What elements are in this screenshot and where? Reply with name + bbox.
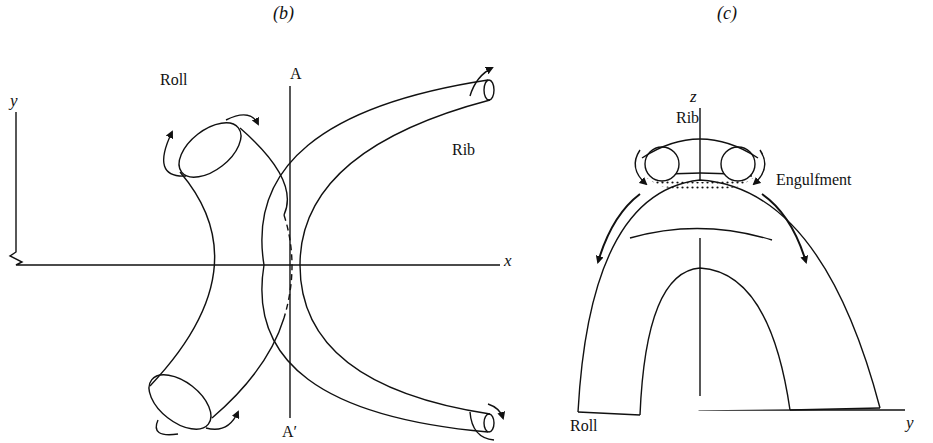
roll-edge bbox=[212, 318, 284, 418]
section-label: A′ bbox=[282, 424, 297, 440]
axis-label: z bbox=[690, 88, 697, 105]
panel-letter: (b) bbox=[273, 4, 294, 22]
rib-arc bbox=[642, 139, 758, 158]
flow-arrow bbox=[762, 194, 806, 262]
flow-arrow bbox=[598, 194, 640, 262]
rotation-arrow bbox=[226, 115, 258, 124]
roll-edge bbox=[240, 128, 287, 215]
section-label: A bbox=[290, 66, 302, 82]
rotation-arrow bbox=[635, 150, 646, 184]
roll-cut bbox=[578, 408, 880, 415]
rib-end bbox=[484, 80, 494, 100]
part-name: Roll bbox=[160, 72, 188, 88]
rotation-arrow bbox=[488, 404, 503, 418]
rib-edge bbox=[300, 100, 490, 414]
rotation-arrow bbox=[206, 412, 238, 429]
panel-b bbox=[10, 68, 503, 440]
axis-over bbox=[699, 238, 700, 396]
roll-arch-inner bbox=[640, 268, 790, 415]
part-name: Roll bbox=[570, 418, 598, 434]
rotation-arrow bbox=[470, 412, 494, 440]
part-name: Engulfment bbox=[776, 172, 852, 188]
axis-label: x bbox=[504, 252, 512, 269]
roll-edge bbox=[150, 172, 215, 386]
section-line bbox=[289, 86, 290, 418]
rib-section bbox=[721, 147, 755, 181]
roll-hidden-edge bbox=[284, 215, 292, 318]
axis-label: y bbox=[906, 414, 914, 431]
rotation-arrow bbox=[754, 150, 765, 184]
rib-section bbox=[645, 147, 679, 181]
rotation-arrow bbox=[156, 420, 178, 435]
roll-arch bbox=[578, 180, 880, 412]
part-name: Rib bbox=[676, 110, 699, 126]
panel-c bbox=[578, 108, 905, 415]
part-name: Rib bbox=[452, 142, 475, 158]
roll-seam bbox=[630, 228, 772, 240]
rotation-arrow bbox=[470, 68, 492, 96]
panel-letter: (c) bbox=[717, 4, 737, 22]
axis-label: y bbox=[10, 92, 18, 109]
axes bbox=[10, 112, 500, 265]
rib-end bbox=[484, 414, 494, 432]
rotation-arrow bbox=[164, 132, 186, 176]
